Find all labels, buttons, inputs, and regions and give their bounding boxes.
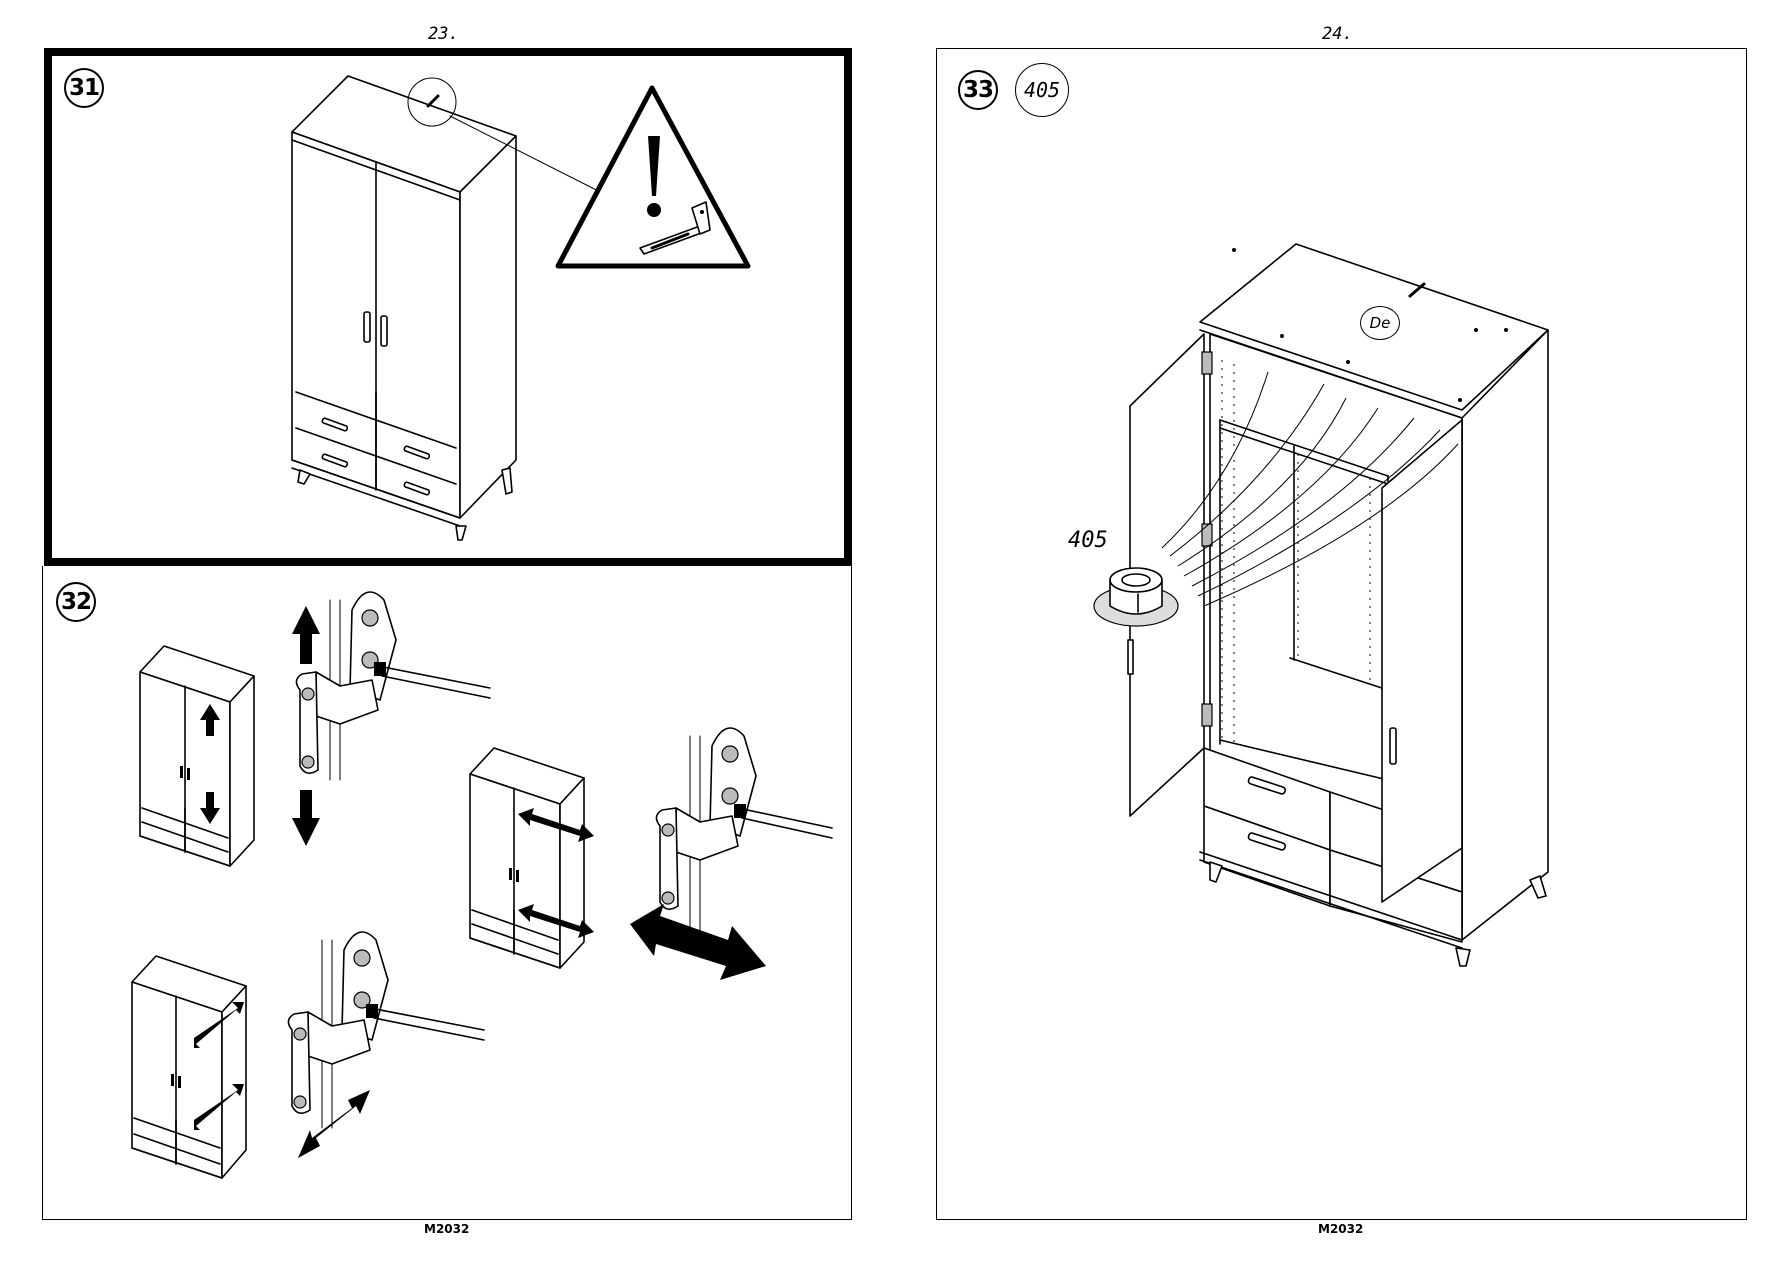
de-label-badge: De xyxy=(1360,306,1400,340)
model-code-left: M2032 xyxy=(424,1222,469,1236)
part-405-callout: 405 xyxy=(1068,528,1108,553)
model-code-right: M2032 xyxy=(1318,1222,1363,1236)
